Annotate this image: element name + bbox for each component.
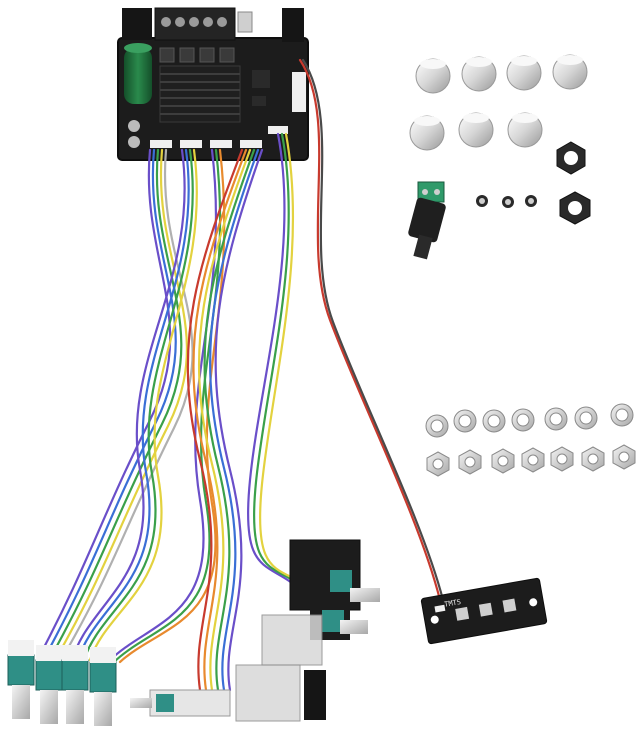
knob (552, 54, 588, 90)
dc-jack (122, 8, 152, 40)
dc-adapter (408, 181, 446, 260)
speaker-terminal (261, 614, 323, 666)
knob (461, 56, 497, 92)
usb-port (237, 11, 253, 33)
metal-hex-nuts (426, 444, 636, 477)
potentiometer (7, 640, 35, 719)
button-board: TMTS (420, 577, 548, 645)
heatsink (159, 65, 241, 123)
rotary-potentiometers (7, 640, 117, 726)
slide-potentiometer (130, 689, 231, 717)
knob (507, 112, 543, 148)
knob (409, 115, 445, 151)
metal-washers (425, 403, 634, 438)
knob (415, 58, 451, 94)
knob (506, 55, 542, 91)
potentiometer (61, 645, 89, 724)
knob (458, 112, 494, 148)
speaker-terminal (235, 664, 301, 722)
amplifier-board (117, 7, 309, 161)
switch-modules (235, 539, 380, 722)
potentiometer (89, 647, 117, 726)
capacitor (124, 48, 152, 104)
audio-jack (282, 8, 304, 42)
potentiometer (35, 645, 63, 724)
wire-harnesses (38, 58, 445, 692)
aluminum-knobs (409, 54, 588, 151)
hex-nuts-large (556, 141, 591, 225)
board-silkscreen-label: TMTS (444, 598, 462, 609)
small-washers (476, 195, 537, 208)
